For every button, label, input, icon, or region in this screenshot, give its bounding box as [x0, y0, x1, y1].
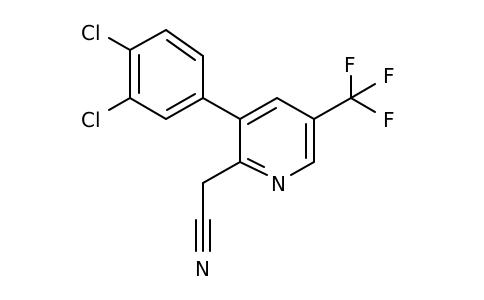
bond-cf3-f-bottom: [350, 97, 376, 113]
bond-ring-ch2: [202, 161, 241, 184]
bond-p1-p2: [239, 97, 278, 120]
atom-label-f-right: F: [383, 64, 395, 88]
nitrile-triple-bond: [195, 219, 211, 252]
atom-label-n-nitrile: N: [195, 257, 210, 281]
dichlorophenyl-ring: [129, 29, 204, 120]
bond-cf3-f-right: [350, 83, 376, 99]
bond-c4-c5: [165, 97, 204, 120]
bond-p2-p3: [276, 97, 315, 120]
bond-ring-cf3: [313, 97, 352, 120]
bond-cl-bottom: [108, 97, 131, 111]
atom-label-f-top: F: [344, 53, 356, 77]
bond-inner-c4-c5: [166, 93, 196, 111]
bond-cl-top: [108, 37, 131, 51]
atom-label-cl-top: Cl: [81, 21, 101, 45]
atom-label-cl-bottom: Cl: [81, 108, 101, 132]
bond-c1-c2: [129, 29, 167, 51]
bond-inner-n-p6: [247, 158, 265, 168]
bond-biaryl: [202, 97, 241, 120]
atom-label-f-bottom: F: [383, 108, 395, 132]
bond-inner-c2-c3: [166, 39, 196, 61]
bond-p4-n: [290, 161, 315, 176]
bond-n-p6: [239, 161, 268, 176]
bond-c2-c3: [165, 29, 204, 57]
pyridine-ring: [239, 97, 315, 176]
bond-inner-p1-p2: [247, 107, 277, 125]
atom-label-n-ring: N: [271, 172, 286, 196]
bond-c5-c6: [129, 97, 167, 120]
